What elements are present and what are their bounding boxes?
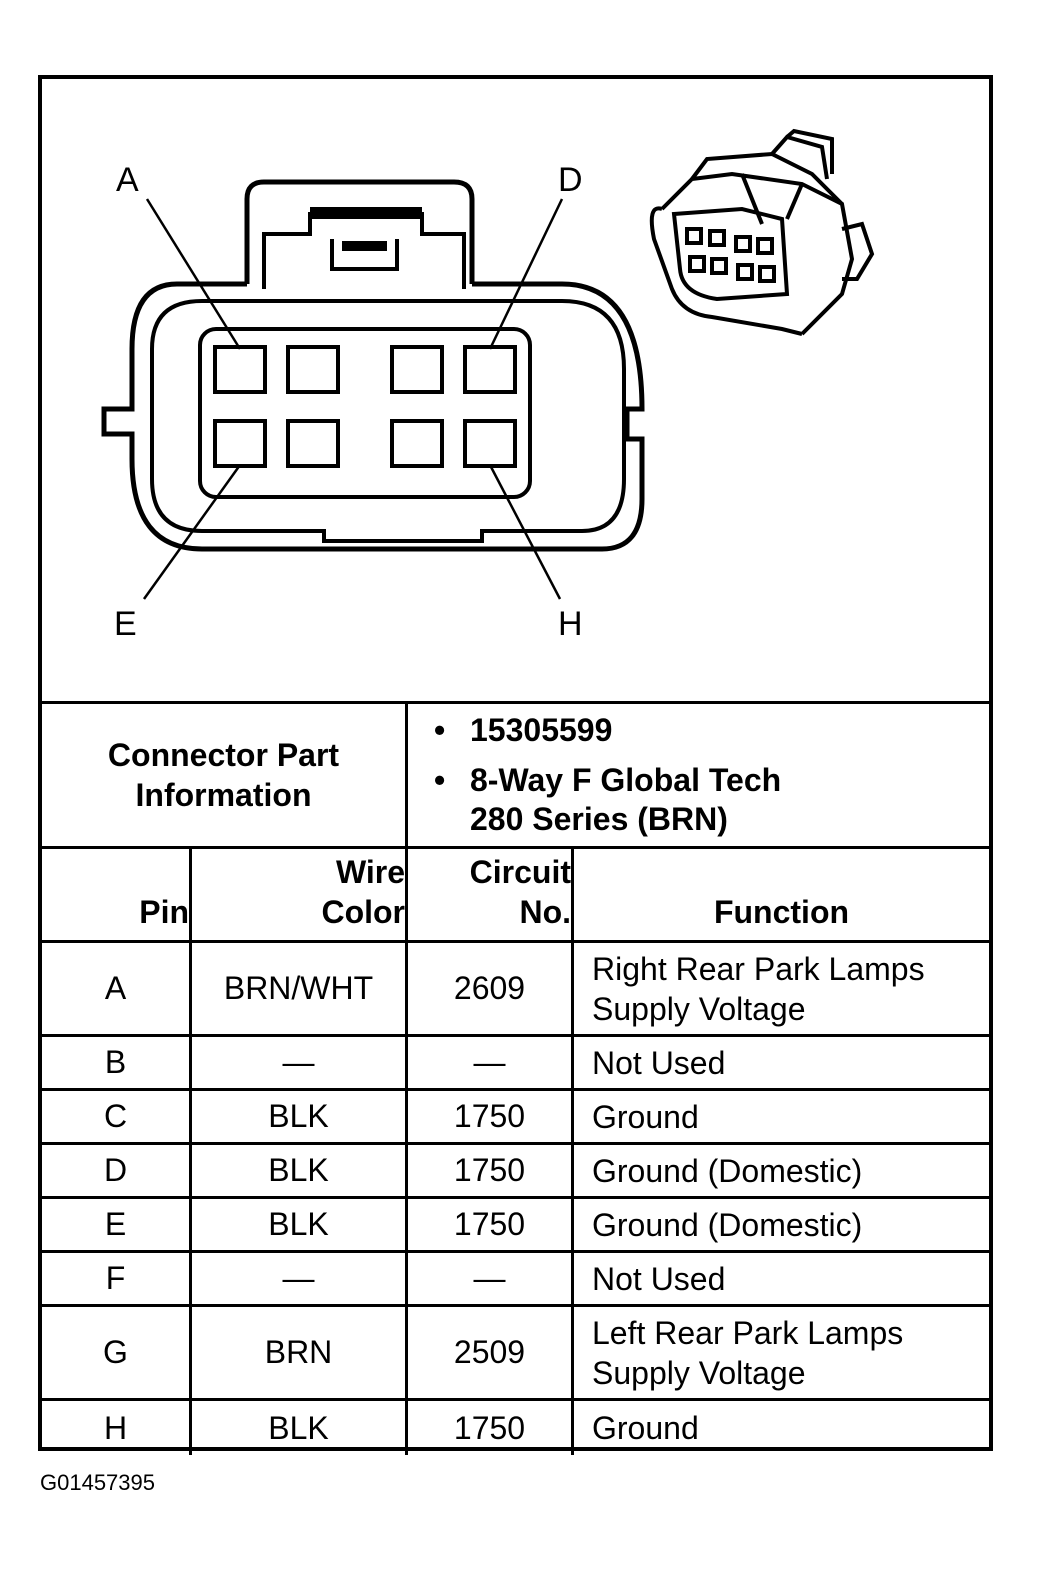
cell-circuit: 1750: [408, 1145, 574, 1196]
cell-pin: F: [42, 1253, 192, 1304]
table-row: A BRN/WHT 2609 Right Rear Park Lamps Sup…: [42, 943, 989, 1037]
description-item-cont: 280 Series (BRN): [470, 801, 728, 838]
cell-wire-color: BLK: [192, 1091, 408, 1142]
cell-function: Right Rear Park Lamps Supply Voltage: [574, 943, 989, 1034]
cell-pin: A: [42, 943, 192, 1034]
table-row: D BLK 1750 Ground (Domestic): [42, 1145, 989, 1199]
pin-label-d: D: [558, 161, 583, 199]
header-circuit-line2: No.: [519, 894, 571, 930]
connector-info-label-line1: Connector Part: [107, 737, 340, 773]
connector-isometric-icon: [649, 128, 875, 336]
pin-cavity-g: [390, 419, 444, 468]
pin-cavity-e: [213, 419, 267, 468]
cell-wire-color: BLK: [192, 1401, 408, 1455]
cell-function-line2: Supply Voltage: [592, 990, 806, 1027]
part-number-item: • 15305599: [434, 712, 613, 749]
cell-pin: H: [42, 1401, 192, 1455]
pin-cavity-f: [286, 419, 340, 468]
cell-wire-color: BRN: [192, 1307, 408, 1398]
cell-wire-color: BLK: [192, 1145, 408, 1196]
cell-function-line1: Right Rear Park Lamps: [592, 950, 925, 987]
figure-id: G01457395: [40, 1470, 155, 1495]
header-wire-color-line2: Color: [321, 894, 405, 930]
cell-circuit: —: [408, 1037, 574, 1088]
table-row: C BLK 1750 Ground: [42, 1091, 989, 1145]
header-pin: Pin: [42, 849, 192, 940]
cell-pin: E: [42, 1199, 192, 1250]
cell-function: Ground: [592, 1098, 699, 1135]
header-wire-color-line1: Wire: [335, 854, 405, 890]
cell-circuit: 2509: [408, 1307, 574, 1398]
cell-function: Left Rear Park Lamps Supply Voltage: [574, 1307, 989, 1398]
table-row: F — — Not Used: [42, 1253, 989, 1307]
cell-pin: B: [42, 1037, 192, 1088]
cell-circuit: 2609: [408, 943, 574, 1034]
connector-figure-frame: A D E H: [38, 75, 993, 1455]
connector-face-diagram: A D E H: [42, 79, 989, 704]
cell-wire-color: —: [192, 1037, 408, 1088]
cell-wire-color: —: [192, 1253, 408, 1304]
cell-function: Ground (Domestic): [592, 1152, 863, 1189]
cell-function: Not Used: [592, 1260, 726, 1297]
header-function: Function: [574, 849, 989, 940]
bullet-icon: •: [434, 762, 446, 798]
header-pin-label: Pin: [139, 894, 189, 930]
pin-label-a: A: [116, 161, 139, 199]
pin-cavity-d: [463, 345, 517, 394]
cell-pin: D: [42, 1145, 192, 1196]
connector-info-list: • 15305599 • 8-Way F Global Tech 280 Ser…: [410, 704, 989, 846]
cell-wire-color: BRN/WHT: [192, 943, 408, 1034]
cell-function: Ground (Domestic): [592, 1206, 863, 1243]
table-row: B — — Not Used: [42, 1037, 989, 1091]
pin-cavity-b: [286, 345, 340, 394]
cell-circuit: 1750: [408, 1091, 574, 1142]
description-line2: 280 Series (BRN): [470, 801, 728, 837]
cell-circuit: 1750: [408, 1199, 574, 1250]
table-row: E BLK 1750 Ground (Domestic): [42, 1199, 989, 1253]
cell-function-line2: Supply Voltage: [592, 1354, 806, 1391]
header-function-label: Function: [713, 894, 850, 930]
cell-pin: G: [42, 1307, 192, 1398]
header-circuit-line1: Circuit: [469, 854, 571, 890]
cell-pin: C: [42, 1091, 192, 1142]
pin-table: Pin Wire Color Circuit No. Function A BR…: [42, 849, 989, 1455]
table-row: H BLK 1750 Ground: [42, 1401, 989, 1455]
cell-circuit: —: [408, 1253, 574, 1304]
cell-wire-color: BLK: [192, 1199, 408, 1250]
connector-part-information: Connector Part Information • 15305599 • …: [42, 704, 989, 849]
cell-function: Ground: [592, 1410, 699, 1446]
pin-cavity-c: [390, 345, 444, 394]
table-row: G BRN 2509 Left Rear Park Lamps Supply V…: [42, 1307, 989, 1401]
pin-label-h: H: [558, 605, 583, 643]
connector-face-svg: A D E H: [101, 128, 875, 643]
cell-circuit: 1750: [408, 1401, 574, 1455]
cell-function: Not Used: [592, 1044, 726, 1081]
header-circuit: Circuit No.: [408, 849, 574, 940]
description-line1: 8-Way F Global Tech: [470, 762, 782, 798]
bullet-icon: •: [434, 712, 446, 748]
pin-cavity-h: [463, 419, 517, 468]
header-wire-color: Wire Color: [192, 849, 408, 940]
description-item: • 8-Way F Global Tech: [434, 762, 782, 799]
connector-info-label-line2: Information: [135, 777, 312, 813]
pin-label-e: E: [114, 605, 137, 643]
part-number: 15305599: [470, 712, 613, 748]
table-header-row: Pin Wire Color Circuit No. Function: [42, 849, 989, 943]
pin-cavity-a: [213, 345, 267, 394]
cell-function-line1: Left Rear Park Lamps: [592, 1314, 904, 1351]
connector-info-label: Connector Part Information: [42, 704, 408, 846]
